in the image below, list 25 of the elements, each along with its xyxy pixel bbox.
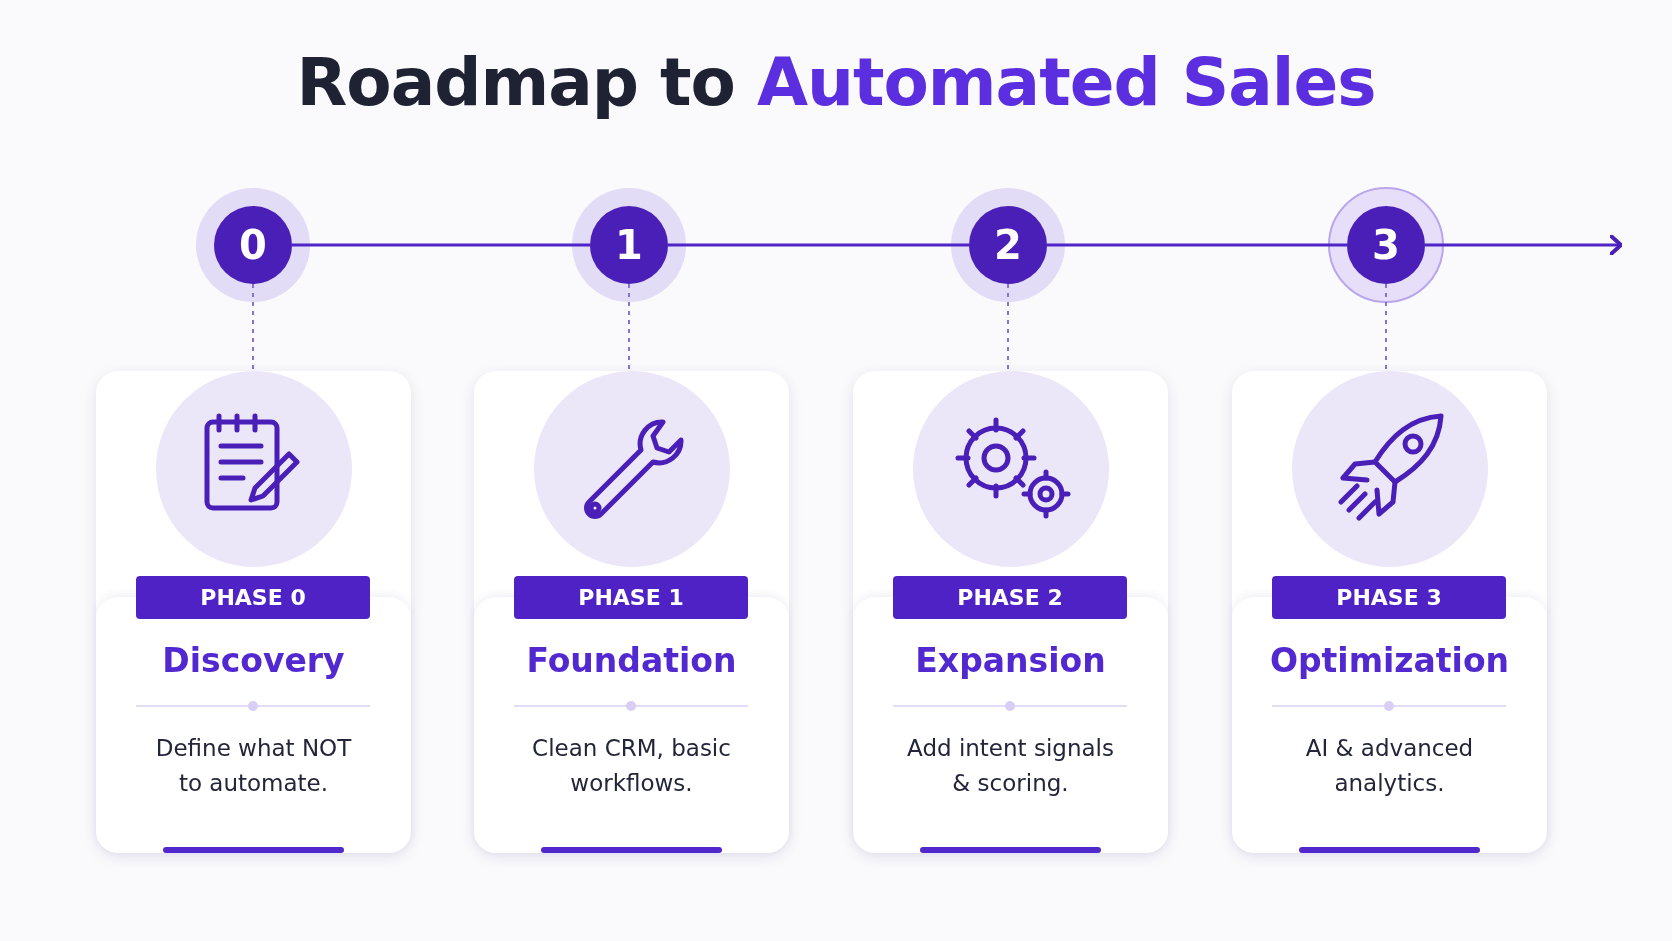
phase-card	[474, 371, 789, 853]
phase-card	[96, 371, 411, 853]
dashed-connector	[252, 283, 254, 372]
phase-card	[853, 371, 1168, 853]
phase-description: Clean CRM, basic workflows.	[531, 734, 732, 798]
timeline-line	[292, 243, 590, 247]
timeline-line	[668, 243, 969, 247]
dashed-connector	[1007, 283, 1009, 372]
phase-badge: PHASE 2	[893, 576, 1127, 619]
phase-badge: PHASE 1	[514, 576, 748, 619]
phase-badge: PHASE 3	[1272, 576, 1506, 619]
phase-description: Define what NOT to automate.	[154, 734, 353, 798]
phase-description: AI & advanced analytics.	[1304, 734, 1475, 798]
phase-card	[1232, 371, 1547, 853]
timeline-line	[1047, 243, 1347, 247]
phase-title: Optimization	[1268, 641, 1511, 680]
phase-badge: PHASE 0	[136, 576, 370, 619]
phase-description: Add intent signals & scoring.	[906, 734, 1115, 798]
phase-title: Foundation	[525, 641, 738, 680]
title: Roadmap to Automated Sales	[295, 44, 1377, 121]
phase-title: Discovery	[161, 641, 346, 680]
timeline-line	[1425, 234, 1623, 256]
phase-title: Expansion	[914, 641, 1107, 680]
dashed-connector	[1385, 283, 1387, 372]
dashed-connector	[628, 283, 630, 372]
